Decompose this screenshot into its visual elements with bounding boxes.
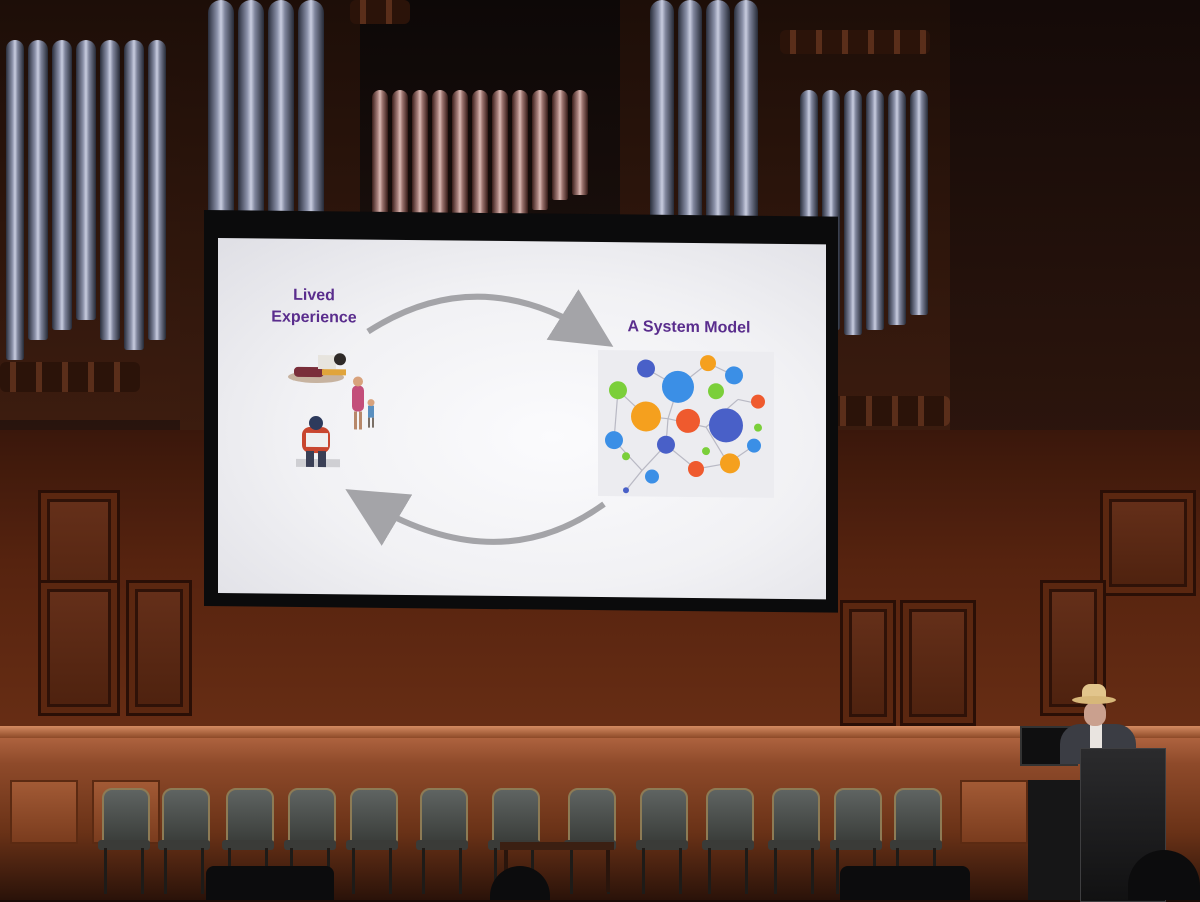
network-node [709, 408, 743, 443]
cycle-arrow-top [366, 289, 614, 347]
stage-front [0, 730, 1200, 900]
network-node [725, 366, 743, 385]
stage-chair [416, 788, 468, 896]
network-node [688, 461, 704, 478]
stage-chair [346, 788, 398, 896]
stage-edge [0, 726, 1200, 738]
network-node [700, 355, 716, 372]
network-node [631, 401, 661, 432]
stage-chair [222, 788, 274, 896]
stage-chair [768, 788, 820, 896]
people-illustration [288, 353, 375, 468]
network-graph [605, 355, 765, 494]
stage-chair [284, 788, 336, 896]
network-node [751, 394, 765, 409]
network-node [720, 453, 740, 474]
cycle-arrow-bottom [345, 489, 606, 546]
stage-chair [98, 788, 150, 896]
slide-graphics [288, 289, 765, 546]
network-node [637, 359, 655, 378]
stage-chair [158, 788, 210, 896]
network-node [657, 435, 675, 454]
presentation-slide: Lived Experience A System Model [218, 238, 826, 600]
network-node [622, 452, 630, 461]
network-node [708, 383, 724, 400]
network-node [662, 370, 694, 403]
network-node [609, 381, 627, 400]
floor-speaker [840, 866, 970, 900]
stage-speaker [1028, 780, 1088, 900]
stage-chair [636, 788, 688, 896]
floor-speaker [206, 866, 334, 900]
stage-chair [830, 788, 882, 896]
network-node [754, 423, 762, 432]
network-node [645, 469, 659, 484]
organ-pipes-left [6, 40, 166, 360]
network-node [605, 431, 623, 450]
network-node [623, 487, 629, 494]
network-node [676, 408, 700, 433]
stage-chair [702, 788, 754, 896]
network-node [702, 447, 710, 456]
organ-pipes-center [372, 90, 588, 240]
audience-head [1128, 850, 1200, 900]
network-node [747, 438, 761, 453]
organ-pipes-right-center [650, 0, 758, 235]
